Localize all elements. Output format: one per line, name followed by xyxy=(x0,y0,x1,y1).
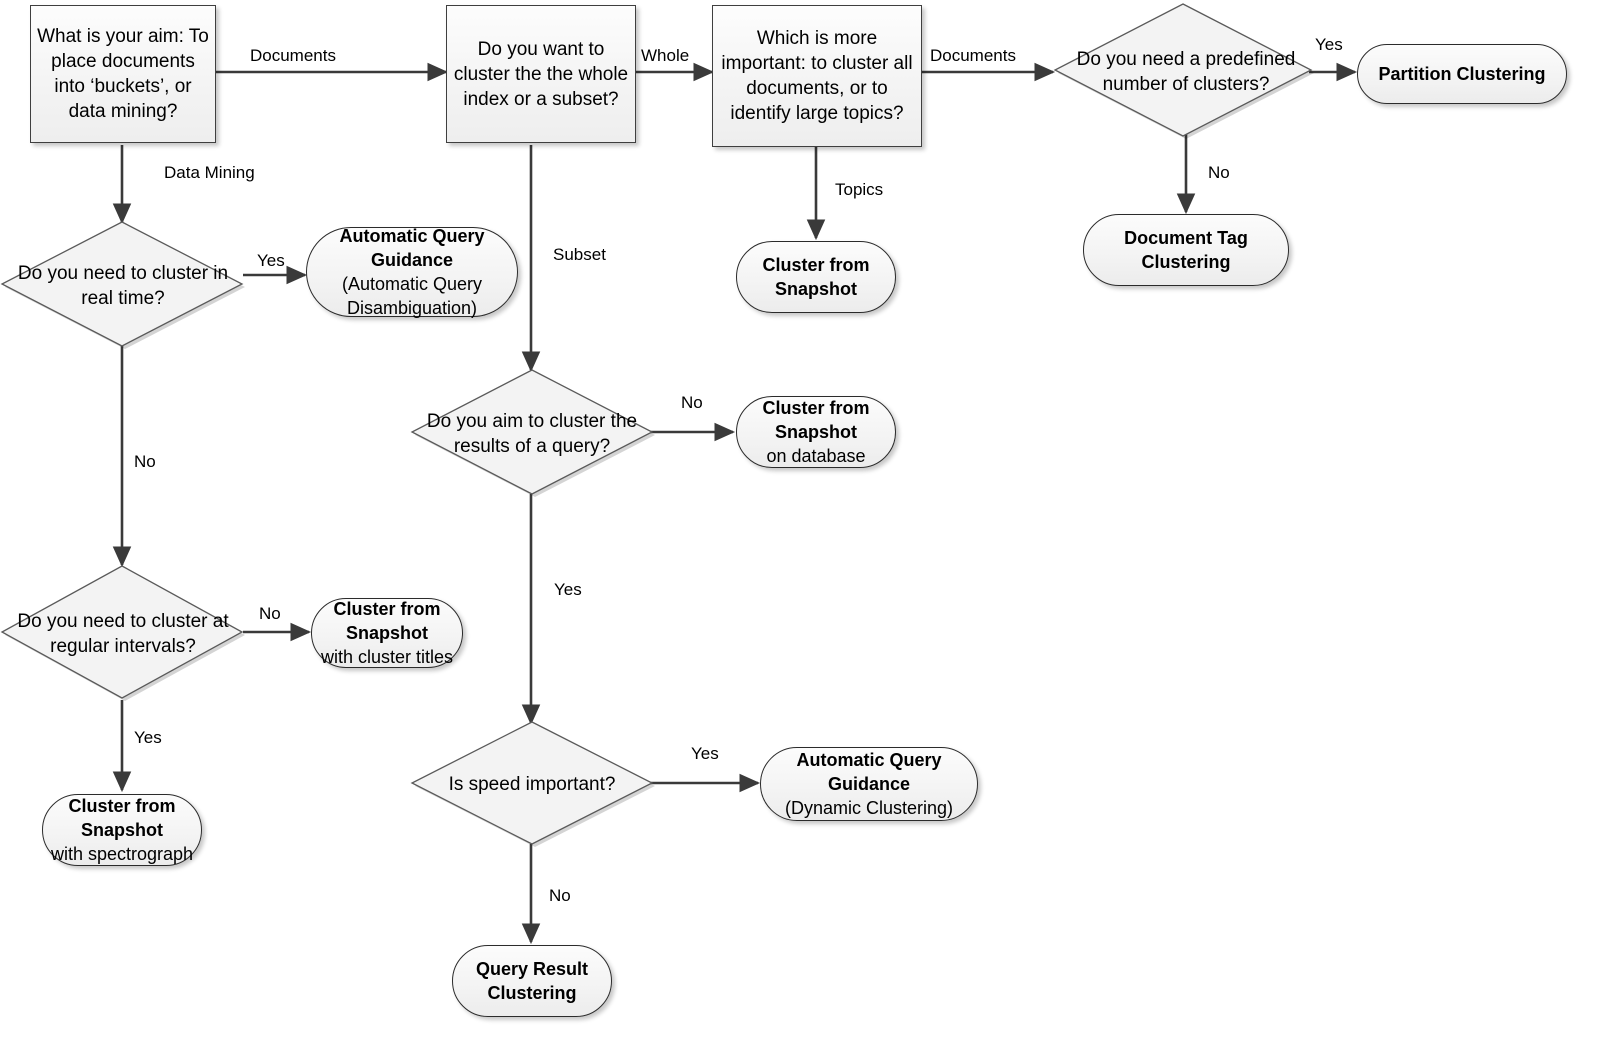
edge-label-no-predefined: No xyxy=(1208,163,1230,182)
terminator-cluster-snapshot-titles-label: Cluster from Snapshot with cluster title… xyxy=(320,599,454,667)
terminator-aqg-dynamic-label: Automatic Query Guidance (Dynamic Cluste… xyxy=(784,750,954,818)
decision-query-results-label: Do you aim to cluster the results of a q… xyxy=(426,411,638,457)
process-importance-label: Which is more important: to cluster all … xyxy=(721,28,913,124)
process-scope[interactable]: Do you want to cluster the the whole ind… xyxy=(446,5,636,143)
terminator-cluster-snapshot-spectrograph[interactable]: Cluster from Snapshot with spectrograph xyxy=(42,794,202,866)
terminator-document-tag-clustering-label: Document Tag Clustering xyxy=(1124,228,1248,272)
terminator-cluster-snapshot-topics-label: Cluster from Snapshot xyxy=(762,255,870,299)
decision-speed-label: Is speed important? xyxy=(448,773,616,795)
terminator-aqg-disambiguation[interactable]: Automatic Query Guidance (Automatic Quer… xyxy=(306,226,518,318)
edge-label-no-realtime: No xyxy=(134,452,156,471)
decision-predefined-clusters[interactable]: Do you need a predefined number of clust… xyxy=(1053,2,1319,142)
edge-label-no-intervals: No xyxy=(259,604,281,623)
decision-speed[interactable]: Is speed important? xyxy=(408,720,656,848)
edge-label-subset: Subset xyxy=(553,245,606,264)
process-scope-label: Do you want to cluster the the whole ind… xyxy=(453,38,629,110)
decision-regular-intervals[interactable]: Do you need to cluster at regular interv… xyxy=(0,564,246,704)
edge-label-no-queryresults: No xyxy=(681,393,703,412)
terminator-cluster-snapshot-spectrograph-label: Cluster from Snapshot with spectrograph xyxy=(50,796,194,864)
edge-label-yes-speed: Yes xyxy=(691,744,719,763)
process-aim[interactable]: What is your aim: To place documents int… xyxy=(30,5,216,143)
terminator-partition-clustering[interactable]: Partition Clustering xyxy=(1357,44,1567,104)
edge-label-data-mining: Data Mining xyxy=(164,163,255,182)
edge-label-yes-predefined: Yes xyxy=(1315,35,1343,54)
terminator-cluster-snapshot-database[interactable]: Cluster from Snapshot on database xyxy=(736,396,896,468)
decision-regular-intervals-label: Do you need to cluster at regular interv… xyxy=(17,611,229,657)
decision-realtime[interactable]: Do you need to cluster in real time? xyxy=(0,220,246,352)
edge-label-no-speed: No xyxy=(549,886,571,905)
decision-predefined-clusters-label: Do you need a predefined number of clust… xyxy=(1076,49,1296,95)
edge-label-yes-realtime: Yes xyxy=(257,251,285,270)
edge-label-whole: Whole xyxy=(641,46,690,65)
process-aim-label: What is your aim: To place documents int… xyxy=(37,26,209,122)
edge-label-yes-queryresults: Yes xyxy=(554,580,582,599)
terminator-document-tag-clustering[interactable]: Document Tag Clustering xyxy=(1083,214,1289,286)
terminator-aqg-disambiguation-label: Automatic Query Guidance (Automatic Quer… xyxy=(339,226,485,318)
edge-label-yes-intervals: Yes xyxy=(134,728,162,747)
decision-query-results[interactable]: Do you aim to cluster the results of a q… xyxy=(408,368,656,500)
terminator-partition-clustering-label: Partition Clustering xyxy=(1378,64,1546,84)
terminator-query-result-clustering[interactable]: Query Result Clustering xyxy=(452,945,612,1017)
decision-realtime-label: Do you need to cluster in real time? xyxy=(17,263,229,309)
terminator-aqg-dynamic[interactable]: Automatic Query Guidance (Dynamic Cluste… xyxy=(760,747,978,821)
terminator-cluster-snapshot-titles[interactable]: Cluster from Snapshot with cluster title… xyxy=(311,598,463,668)
terminator-query-result-clustering-label: Query Result Clustering xyxy=(475,959,589,1003)
terminator-cluster-snapshot-topics[interactable]: Cluster from Snapshot xyxy=(736,241,896,313)
terminator-cluster-snapshot-database-label: Cluster from Snapshot on database xyxy=(762,398,870,466)
edge-label-documents-1: Documents xyxy=(250,46,336,65)
edge-label-documents-2: Documents xyxy=(930,46,1016,65)
edge-label-topics: Topics xyxy=(835,180,884,199)
process-importance[interactable]: Which is more important: to cluster all … xyxy=(712,5,922,147)
